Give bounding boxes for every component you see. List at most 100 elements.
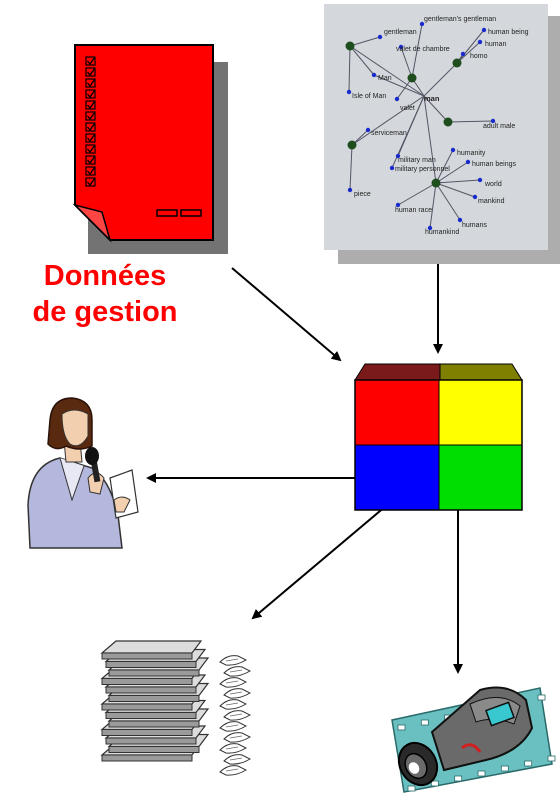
arrow-document-to-cube [231, 267, 342, 362]
graph-edge [456, 41, 481, 64]
graph-edge [423, 95, 437, 184]
graph-leaf-node [481, 27, 487, 33]
graph-leaf-node [427, 225, 433, 231]
graph-edge [348, 45, 351, 93]
graph-edge [349, 36, 381, 47]
graph-node-label: human race [395, 207, 432, 214]
checkbox-mark [85, 78, 96, 88]
graph-edge [435, 149, 454, 184]
graph-node-label: humankind [425, 229, 459, 236]
graph-edge [397, 182, 437, 206]
graph-leaf-node [477, 39, 483, 45]
graph-node-label: piece [354, 191, 371, 198]
graph-edge [411, 23, 423, 79]
graph-edge [447, 120, 494, 123]
graph-node-label: humanity [457, 150, 486, 157]
checkbox-mark [85, 155, 96, 165]
loose-sheet [219, 655, 248, 666]
graph-leaf-node [347, 187, 353, 193]
graph-leaf-node [490, 118, 496, 124]
loose-sheet [223, 666, 252, 677]
loose-sheet [219, 765, 248, 776]
cube-yellow-cell [439, 380, 522, 445]
checkbox-mark [85, 122, 96, 132]
document-field [156, 209, 178, 217]
paper-sheet-edge [105, 661, 197, 668]
paper-sheet [100, 640, 203, 654]
document-folded-corner [72, 203, 112, 243]
checkbox-mark [85, 133, 96, 143]
graph-node-label: gentleman [384, 29, 417, 36]
graph-edge [351, 95, 425, 146]
loose-sheet [223, 732, 252, 743]
graph-node-label: human [485, 41, 507, 48]
graph-node-label: human beings [472, 161, 516, 168]
graph-leaf-node [365, 127, 371, 133]
paper-sheet-edge [101, 652, 193, 660]
paper-stack-icon [100, 640, 252, 776]
cube-top-left [354, 363, 441, 381]
graph-node-label: military man [398, 157, 436, 164]
checkbox-mark [85, 100, 96, 110]
checkbox-mark [85, 166, 96, 176]
paper-sheet-edge [101, 678, 193, 685]
woman-speaker-icon [27, 397, 139, 549]
checkbox-mark [85, 177, 96, 187]
loose-sheet [223, 688, 252, 699]
graph-leaf-node [460, 51, 466, 57]
arrow-cube-to-papers [251, 489, 406, 620]
caption-line-1: Données [43, 260, 167, 292]
graph-edge [400, 46, 413, 79]
checkbox-mark [85, 56, 96, 66]
checkbox-mark [85, 144, 96, 154]
loose-sheet [219, 699, 248, 710]
graph-edge [349, 144, 353, 191]
graph-node-label: adult male [483, 123, 515, 130]
paper-sheet-edge [108, 720, 200, 728]
graph-node-label: world [484, 181, 502, 188]
graph-leaf-node [457, 217, 463, 223]
graph-hub-node [431, 178, 441, 188]
cube-top-right [439, 363, 523, 381]
paper-sheet-edge [101, 754, 193, 762]
graph-leaf-node [398, 44, 404, 50]
graph-hub-node [407, 73, 417, 83]
graph-edge [435, 161, 469, 184]
loose-sheet [223, 710, 252, 721]
graph-edge [349, 45, 425, 97]
graph-node-label: valet de chambre [396, 46, 450, 53]
graph-edge [423, 95, 449, 123]
graph-leaf-node [450, 147, 456, 153]
paper-sheet-edge [105, 737, 197, 745]
caption-line-2: de gestion [32, 296, 178, 328]
graph-node-label: military personnel [395, 166, 450, 173]
graph-node-label: mankind [478, 198, 505, 205]
paper-sheet-edge [108, 669, 200, 677]
graph-leaf-node [394, 96, 400, 102]
graph-node-label: gentleman's gentleman [424, 16, 496, 23]
graph-hub-node [452, 58, 462, 68]
checkbox-mark [85, 111, 96, 121]
graph-leaf-node [346, 89, 352, 95]
management-data-caption: Données de gestion [10, 258, 200, 330]
graph-edge [423, 62, 458, 97]
graph-edge [429, 182, 437, 229]
graph-hub-node [443, 117, 453, 127]
graph-node-label: serviceman [371, 130, 407, 137]
loose-sheet [223, 754, 252, 765]
graph-edge [373, 74, 425, 97]
paper-sheet-edge [101, 729, 193, 736]
graph-edge [456, 29, 485, 64]
graph-edge [435, 182, 476, 198]
document-field [180, 209, 202, 217]
loose-sheet [219, 721, 248, 732]
graph-leaf-node [419, 21, 425, 27]
data-cube [354, 363, 523, 511]
paper-sheet-edge [108, 746, 200, 753]
document-page [74, 44, 214, 241]
video-camera-icon [391, 686, 556, 793]
graph-node-label: homo [470, 53, 488, 60]
graph-node-label: Isle of Man [352, 93, 386, 100]
